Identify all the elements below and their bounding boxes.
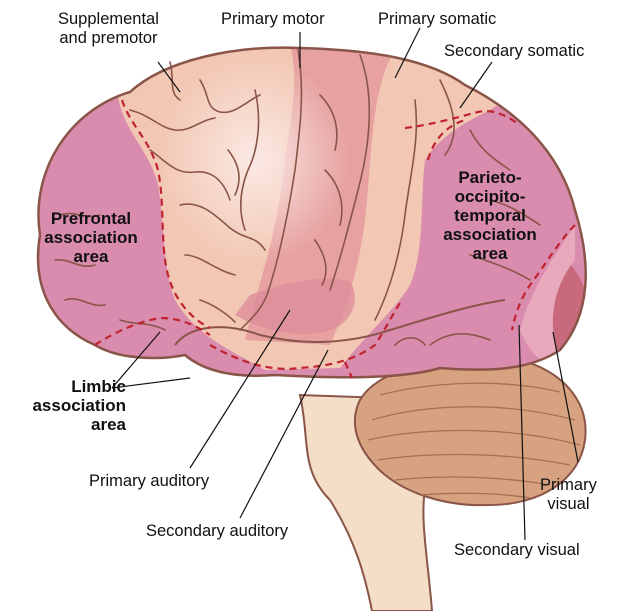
label-prefrontal-association: Prefrontal association area: [30, 209, 152, 266]
label-limbic-association: Limbic association area: [18, 377, 126, 434]
label-primary-motor: Primary motor: [221, 10, 325, 29]
label-supplemental-premotor: Supplemental and premotor: [58, 10, 159, 48]
label-secondary-visual: Secondary visual: [454, 541, 580, 560]
label-primary-somatic: Primary somatic: [378, 10, 496, 29]
label-primary-auditory: Primary auditory: [89, 472, 209, 491]
label-parieto-occipito-temporal: Parieto- occipito- temporal association …: [428, 168, 552, 263]
label-primary-visual: Primary visual: [540, 476, 597, 514]
label-secondary-somatic: Secondary somatic: [444, 42, 584, 61]
label-secondary-auditory: Secondary auditory: [146, 522, 288, 541]
